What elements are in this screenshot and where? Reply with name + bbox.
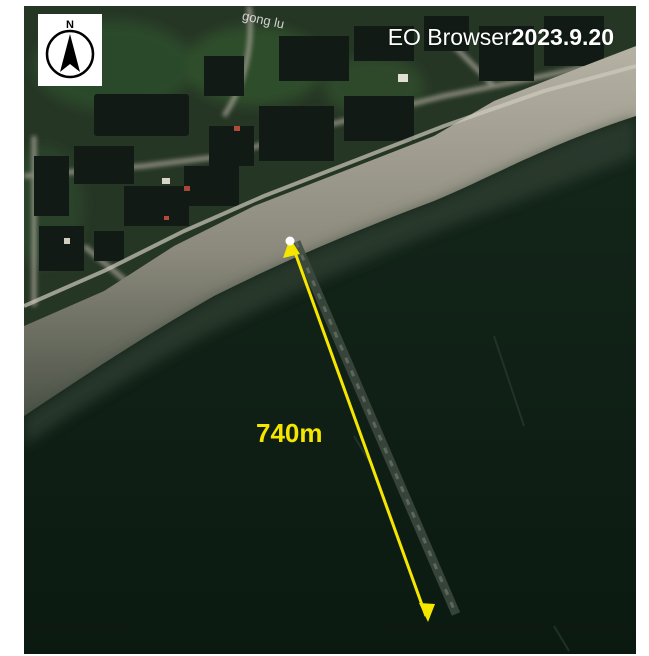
distance-label: 740m xyxy=(256,418,323,448)
north-letter: N xyxy=(66,19,74,31)
water-features xyxy=(353,335,570,652)
rooftop-highlights xyxy=(64,74,408,244)
shallow-water xyxy=(24,116,636,446)
measure-start-point-icon xyxy=(285,236,295,246)
pier-detail xyxy=(294,241,458,615)
arrowhead-end xyxy=(419,603,435,622)
capture-date: 2023.9.20 xyxy=(511,24,614,50)
seawall xyxy=(24,64,636,308)
distance-measurement xyxy=(283,236,435,622)
beach xyxy=(24,46,636,416)
north-arrow-icon: N xyxy=(38,14,102,86)
compass-graphic: N xyxy=(45,19,95,79)
source-name: EO Browser xyxy=(387,24,512,50)
satellite-map: gong lu N EO Browser2023.9.20 740m xyxy=(24,6,636,654)
buildings xyxy=(34,16,604,271)
source-date-label: EO Browser2023.9.20 xyxy=(388,24,614,51)
measure-line xyxy=(290,243,428,617)
satellite-imagery xyxy=(24,6,636,654)
arrowhead-start xyxy=(283,238,300,258)
